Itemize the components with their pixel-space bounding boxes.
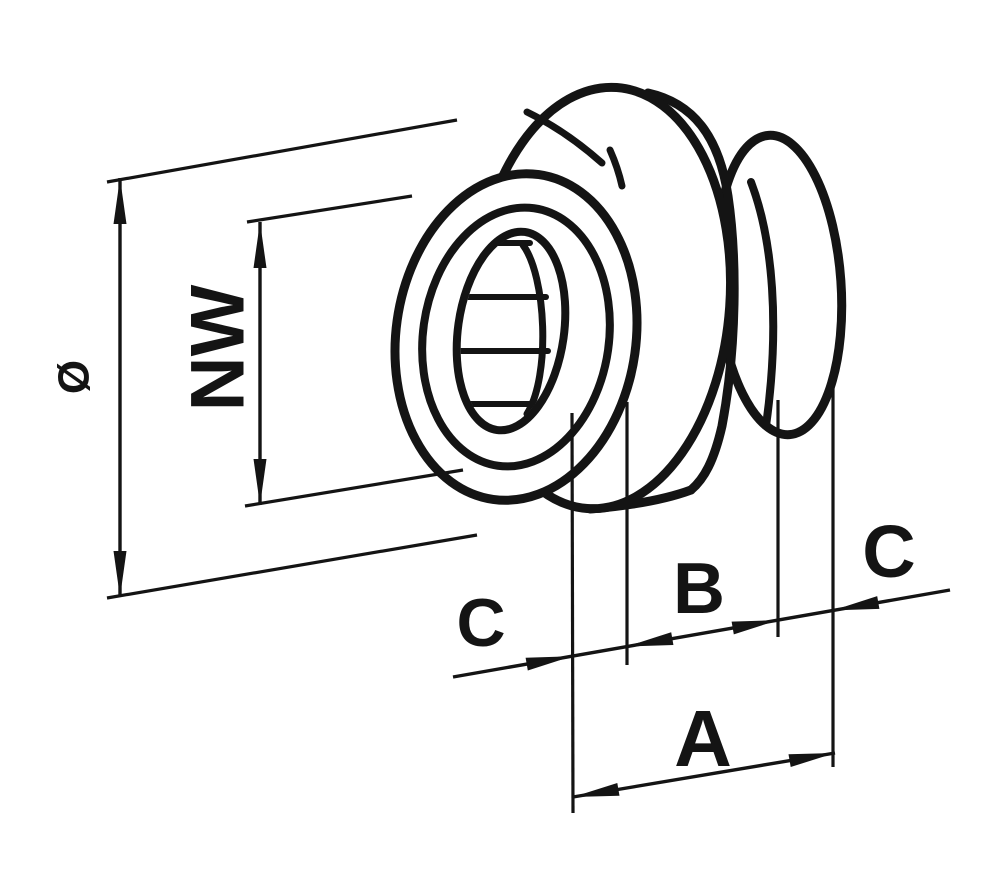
diameter-label: Ø <box>50 360 99 394</box>
arrowhead-left <box>833 596 880 611</box>
nw-extension-line-bottom <box>244 468 464 508</box>
dim-c-rear-label: C <box>862 510 915 593</box>
dim-c-front-label: C <box>456 585 505 661</box>
dim-a-label: A <box>674 694 732 783</box>
barrel-seam-line-1 <box>523 108 606 167</box>
nw-extension-line-top <box>246 194 413 224</box>
dim-b-label: B <box>673 549 725 629</box>
arrowhead-right <box>788 753 835 767</box>
arrowhead-right <box>525 656 572 671</box>
arrowhead-up <box>113 178 127 224</box>
diameter-extension-line-top <box>106 118 458 184</box>
extension-line-front-face <box>570 412 575 814</box>
rear-spigot-seam-line <box>747 178 778 430</box>
barrel-seam-line-2 <box>606 146 626 190</box>
arrowhead-down <box>253 459 267 505</box>
duct-fan-illustration <box>390 82 847 514</box>
arrowhead-left <box>627 632 674 647</box>
arrowhead-right <box>731 620 778 635</box>
arrowhead-up <box>253 222 267 268</box>
arrowhead-left <box>573 783 620 797</box>
bore-rear-edge-arc <box>519 241 547 418</box>
arrowhead-down <box>113 551 127 597</box>
diameter-extension-line-bottom <box>106 533 478 600</box>
nominal-width-label: NW <box>176 284 261 411</box>
front-collar-inner-ring <box>418 203 614 471</box>
dimension-annotations: Ø NW C B C A <box>50 118 951 814</box>
